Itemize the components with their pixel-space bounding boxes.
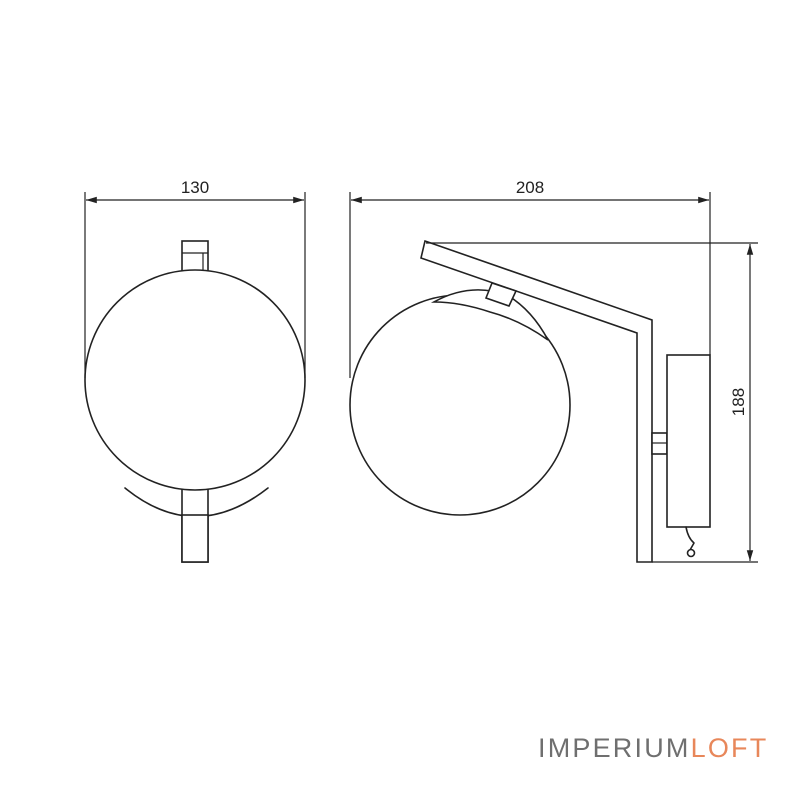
logo-part-loft: LOFT bbox=[690, 733, 769, 763]
side-width-label: 208 bbox=[516, 178, 544, 197]
side-view: 208 188 bbox=[349, 178, 758, 563]
side-height-label: 188 bbox=[729, 388, 748, 416]
front-view: 130 bbox=[84, 178, 306, 563]
side-pull-switch bbox=[685, 526, 695, 551]
side-cap-connector bbox=[484, 282, 518, 307]
front-globe bbox=[84, 269, 306, 491]
front-width-label: 130 bbox=[181, 178, 209, 197]
logo-part-imperium: IMPERIUM bbox=[538, 733, 691, 763]
side-globe-cap bbox=[430, 289, 549, 341]
front-rod-lower bbox=[181, 514, 209, 563]
side-arm bbox=[420, 239, 653, 563]
brand-logo: IMPERIUMLOFT bbox=[538, 733, 768, 764]
side-wall-box bbox=[666, 354, 711, 528]
side-switch-knob bbox=[686, 548, 696, 558]
